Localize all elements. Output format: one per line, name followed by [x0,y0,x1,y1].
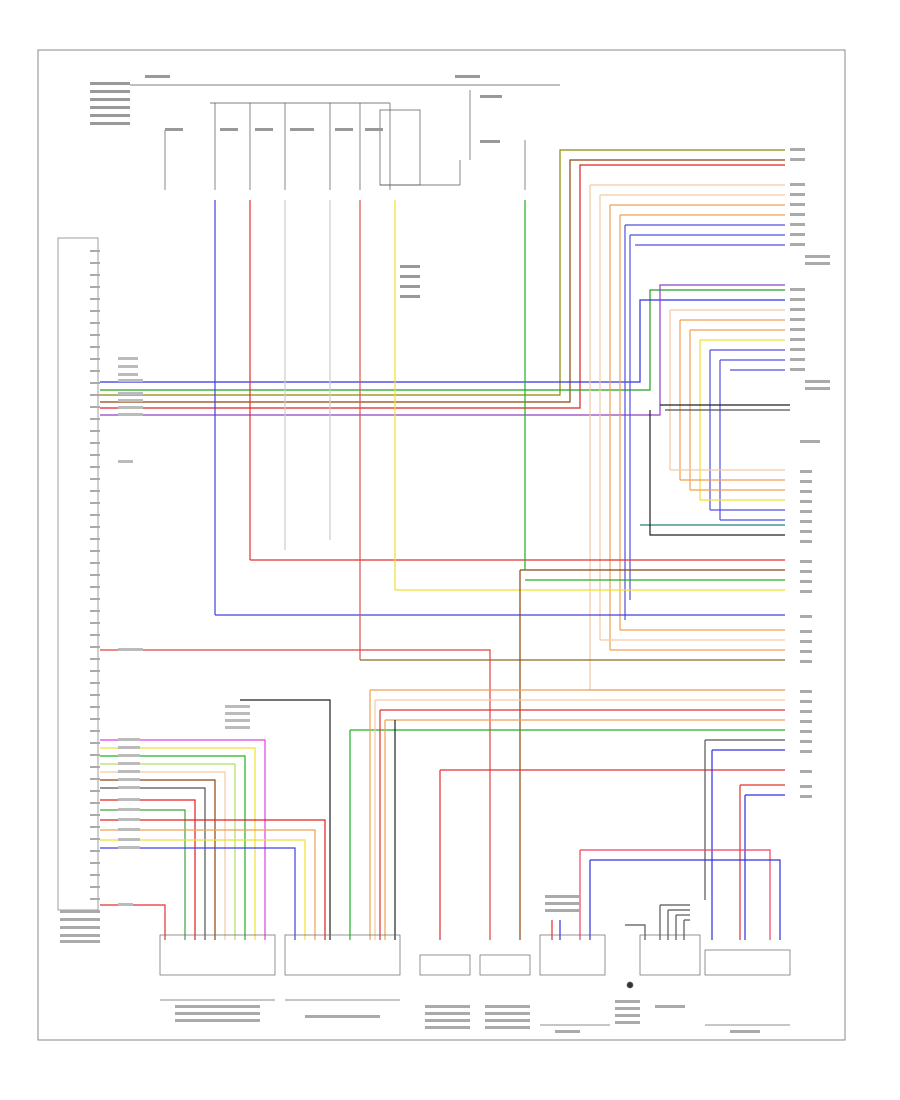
harness-wires [100,149,790,940]
power-rails [130,84,560,190]
wire-red-1 [100,164,785,409]
left-module-connector [57,237,100,937]
wire-brown [100,159,785,403]
wire-olive [100,149,785,396]
bottom-components [159,934,791,1026]
diagram-frame [37,49,846,1041]
bottom-labels [60,895,760,1033]
left-wire-labels [118,357,250,906]
fuse-labels [90,75,502,298]
wire-green [100,289,785,391]
right-connector-pins [790,148,830,798]
wire-blue-top [100,299,785,383]
wire-purple [100,284,785,416]
